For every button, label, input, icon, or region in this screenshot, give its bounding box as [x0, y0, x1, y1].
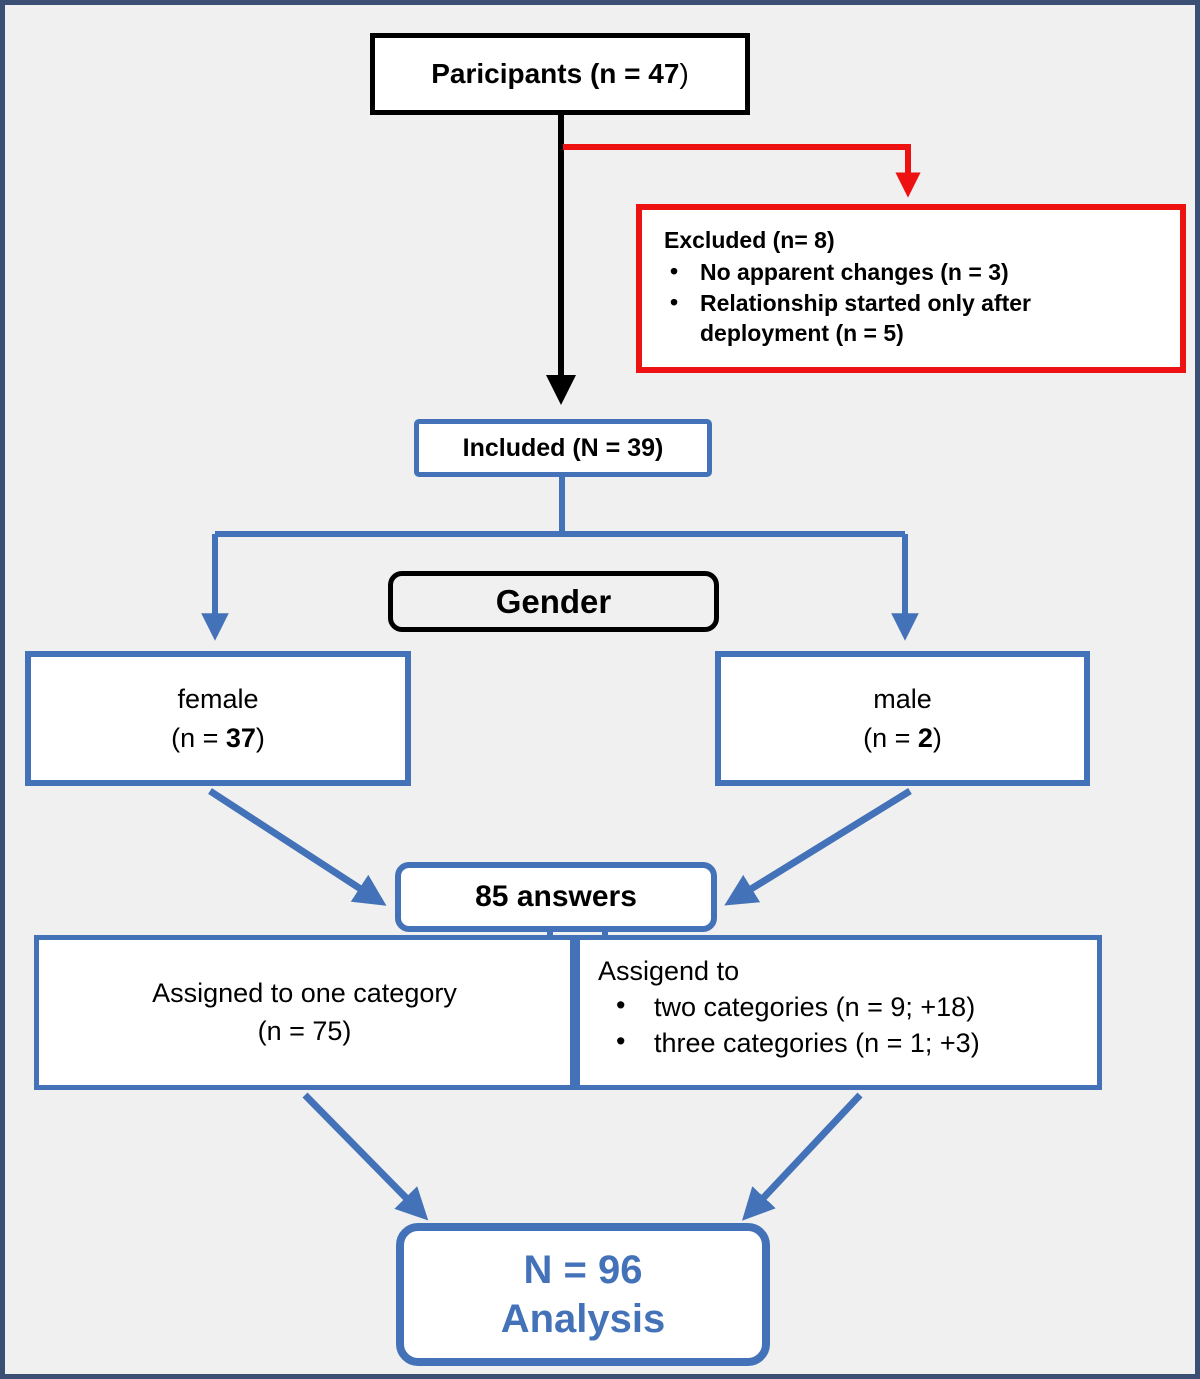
multi-category-title: Assigend to	[598, 956, 740, 986]
node-gender: Gender	[388, 571, 719, 632]
multi-category-item-text: three categories (n = 1; +3)	[654, 1027, 980, 1058]
list-item: • No apparent changes (n = 3)	[664, 258, 1166, 288]
node-one-category: Assigned to one category (n = 75)	[34, 935, 575, 1090]
excluded-item-text: No apparent changes (n = 3)	[700, 258, 1009, 285]
node-female: female (n = 37)	[25, 651, 411, 786]
one-category-count: (n = 75)	[257, 1015, 352, 1046]
one-category-label: Assigned to one category	[152, 977, 457, 1008]
participants-label: Paricipants (n = 47)	[431, 58, 689, 89]
excluded-bullet-list: • No apparent changes (n = 3) • Relation…	[664, 258, 1166, 350]
arrow-multi-category-to-analysis	[741, 1092, 863, 1221]
female-count-value: 37	[225, 722, 256, 753]
analysis-count: N = 96	[523, 1247, 643, 1292]
excluded-title: Excluded (n= 8)	[664, 227, 835, 253]
bullet-icon: •	[616, 989, 626, 1020]
excluded-item-text: Relationship started only after deployme…	[700, 289, 1032, 346]
bullet-icon: •	[670, 257, 679, 284]
participants-closing-paren: )	[679, 58, 689, 89]
analysis-label: Analysis	[500, 1296, 666, 1341]
bullet-icon: •	[616, 1025, 626, 1056]
node-analysis: N = 96 Analysis	[396, 1223, 770, 1366]
node-participants: Paricipants (n = 47)	[370, 33, 750, 115]
arrow-female-to-answers	[208, 788, 387, 906]
node-answers: 85 answers	[395, 862, 717, 932]
bullet-icon: •	[670, 288, 679, 315]
list-item: • Relationship started only after deploy…	[664, 289, 1166, 349]
list-item: • two categories (n = 9; +18)	[598, 990, 1089, 1026]
multi-category-bullet-list: • two categories (n = 9; +18) • three ca…	[598, 990, 1089, 1062]
answers-label: 85 answers	[475, 880, 637, 913]
female-count: (n = 37)	[171, 722, 265, 753]
arrow-male-to-answers	[724, 788, 912, 906]
included-label: Included (N = 39)	[462, 433, 664, 462]
node-multi-category: Assigend to • two categories (n = 9; +18…	[575, 935, 1102, 1090]
male-count: (n = 2)	[863, 722, 942, 753]
male-count-value: 2	[917, 722, 933, 753]
node-male: male (n = 2)	[715, 651, 1090, 786]
arrow-one-category-to-analysis	[302, 1092, 429, 1221]
node-included: Included (N = 39)	[414, 419, 712, 477]
multi-category-item-text: two categories (n = 9; +18)	[654, 991, 976, 1022]
node-excluded: Excluded (n= 8) • No apparent changes (n…	[636, 204, 1186, 373]
female-label: female	[177, 684, 259, 715]
male-label: male	[873, 684, 932, 715]
arrow-participants-to-excluded	[563, 144, 921, 198]
gender-label: Gender	[495, 582, 612, 620]
list-item: • three categories (n = 1; +3)	[598, 1026, 1089, 1062]
